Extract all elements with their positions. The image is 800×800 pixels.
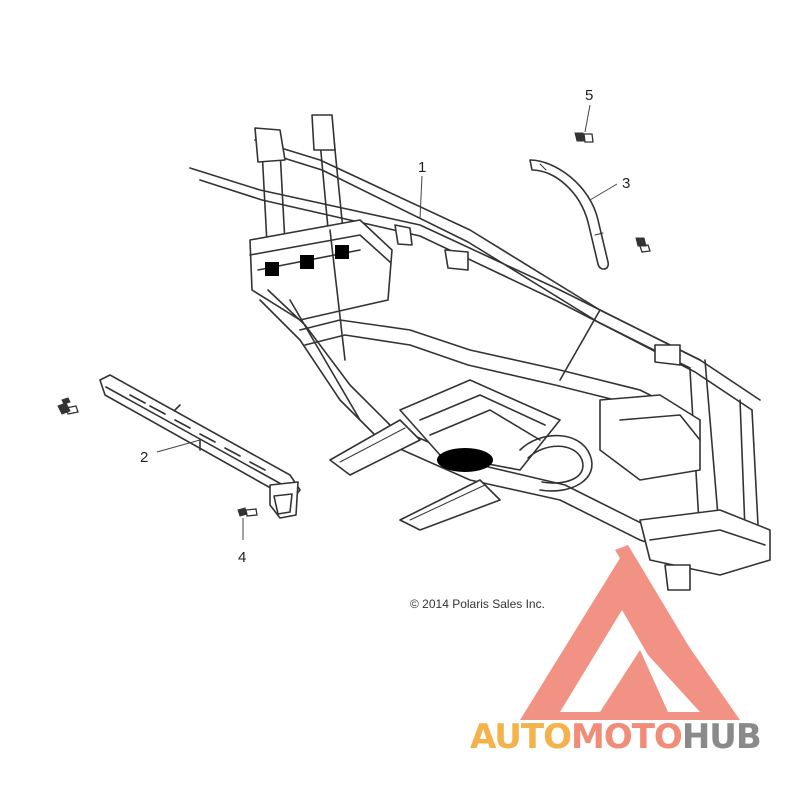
callout-2: 2 <box>140 449 148 466</box>
main-frame <box>189 114 771 591</box>
watermark-brand-moto: MOTO <box>571 717 682 757</box>
brace-bar <box>529 159 610 270</box>
side-rail <box>99 374 301 519</box>
watermark-brand-hub: HUB <box>682 717 761 757</box>
watermark-brand-text: AUTOMOTOHUB <box>470 717 761 757</box>
bolt-part-5 <box>574 132 594 143</box>
copyright-text: © 2014 Polaris Sales Inc. <box>410 597 545 611</box>
callout-1: 1 <box>418 159 426 176</box>
callout-4: 4 <box>238 549 246 566</box>
watermark-brand-auto: AUTO <box>470 717 571 757</box>
leader-lines <box>156 104 618 540</box>
bolt-group-left <box>57 397 79 415</box>
callout-3: 3 <box>622 175 630 192</box>
callout-labels: 1 2 3 4 5 <box>140 87 630 566</box>
watermark-logo-mark <box>520 545 740 720</box>
bolt-group-right <box>635 237 651 253</box>
callout-5: 5 <box>585 87 593 104</box>
bolt-part-4 <box>237 507 258 517</box>
